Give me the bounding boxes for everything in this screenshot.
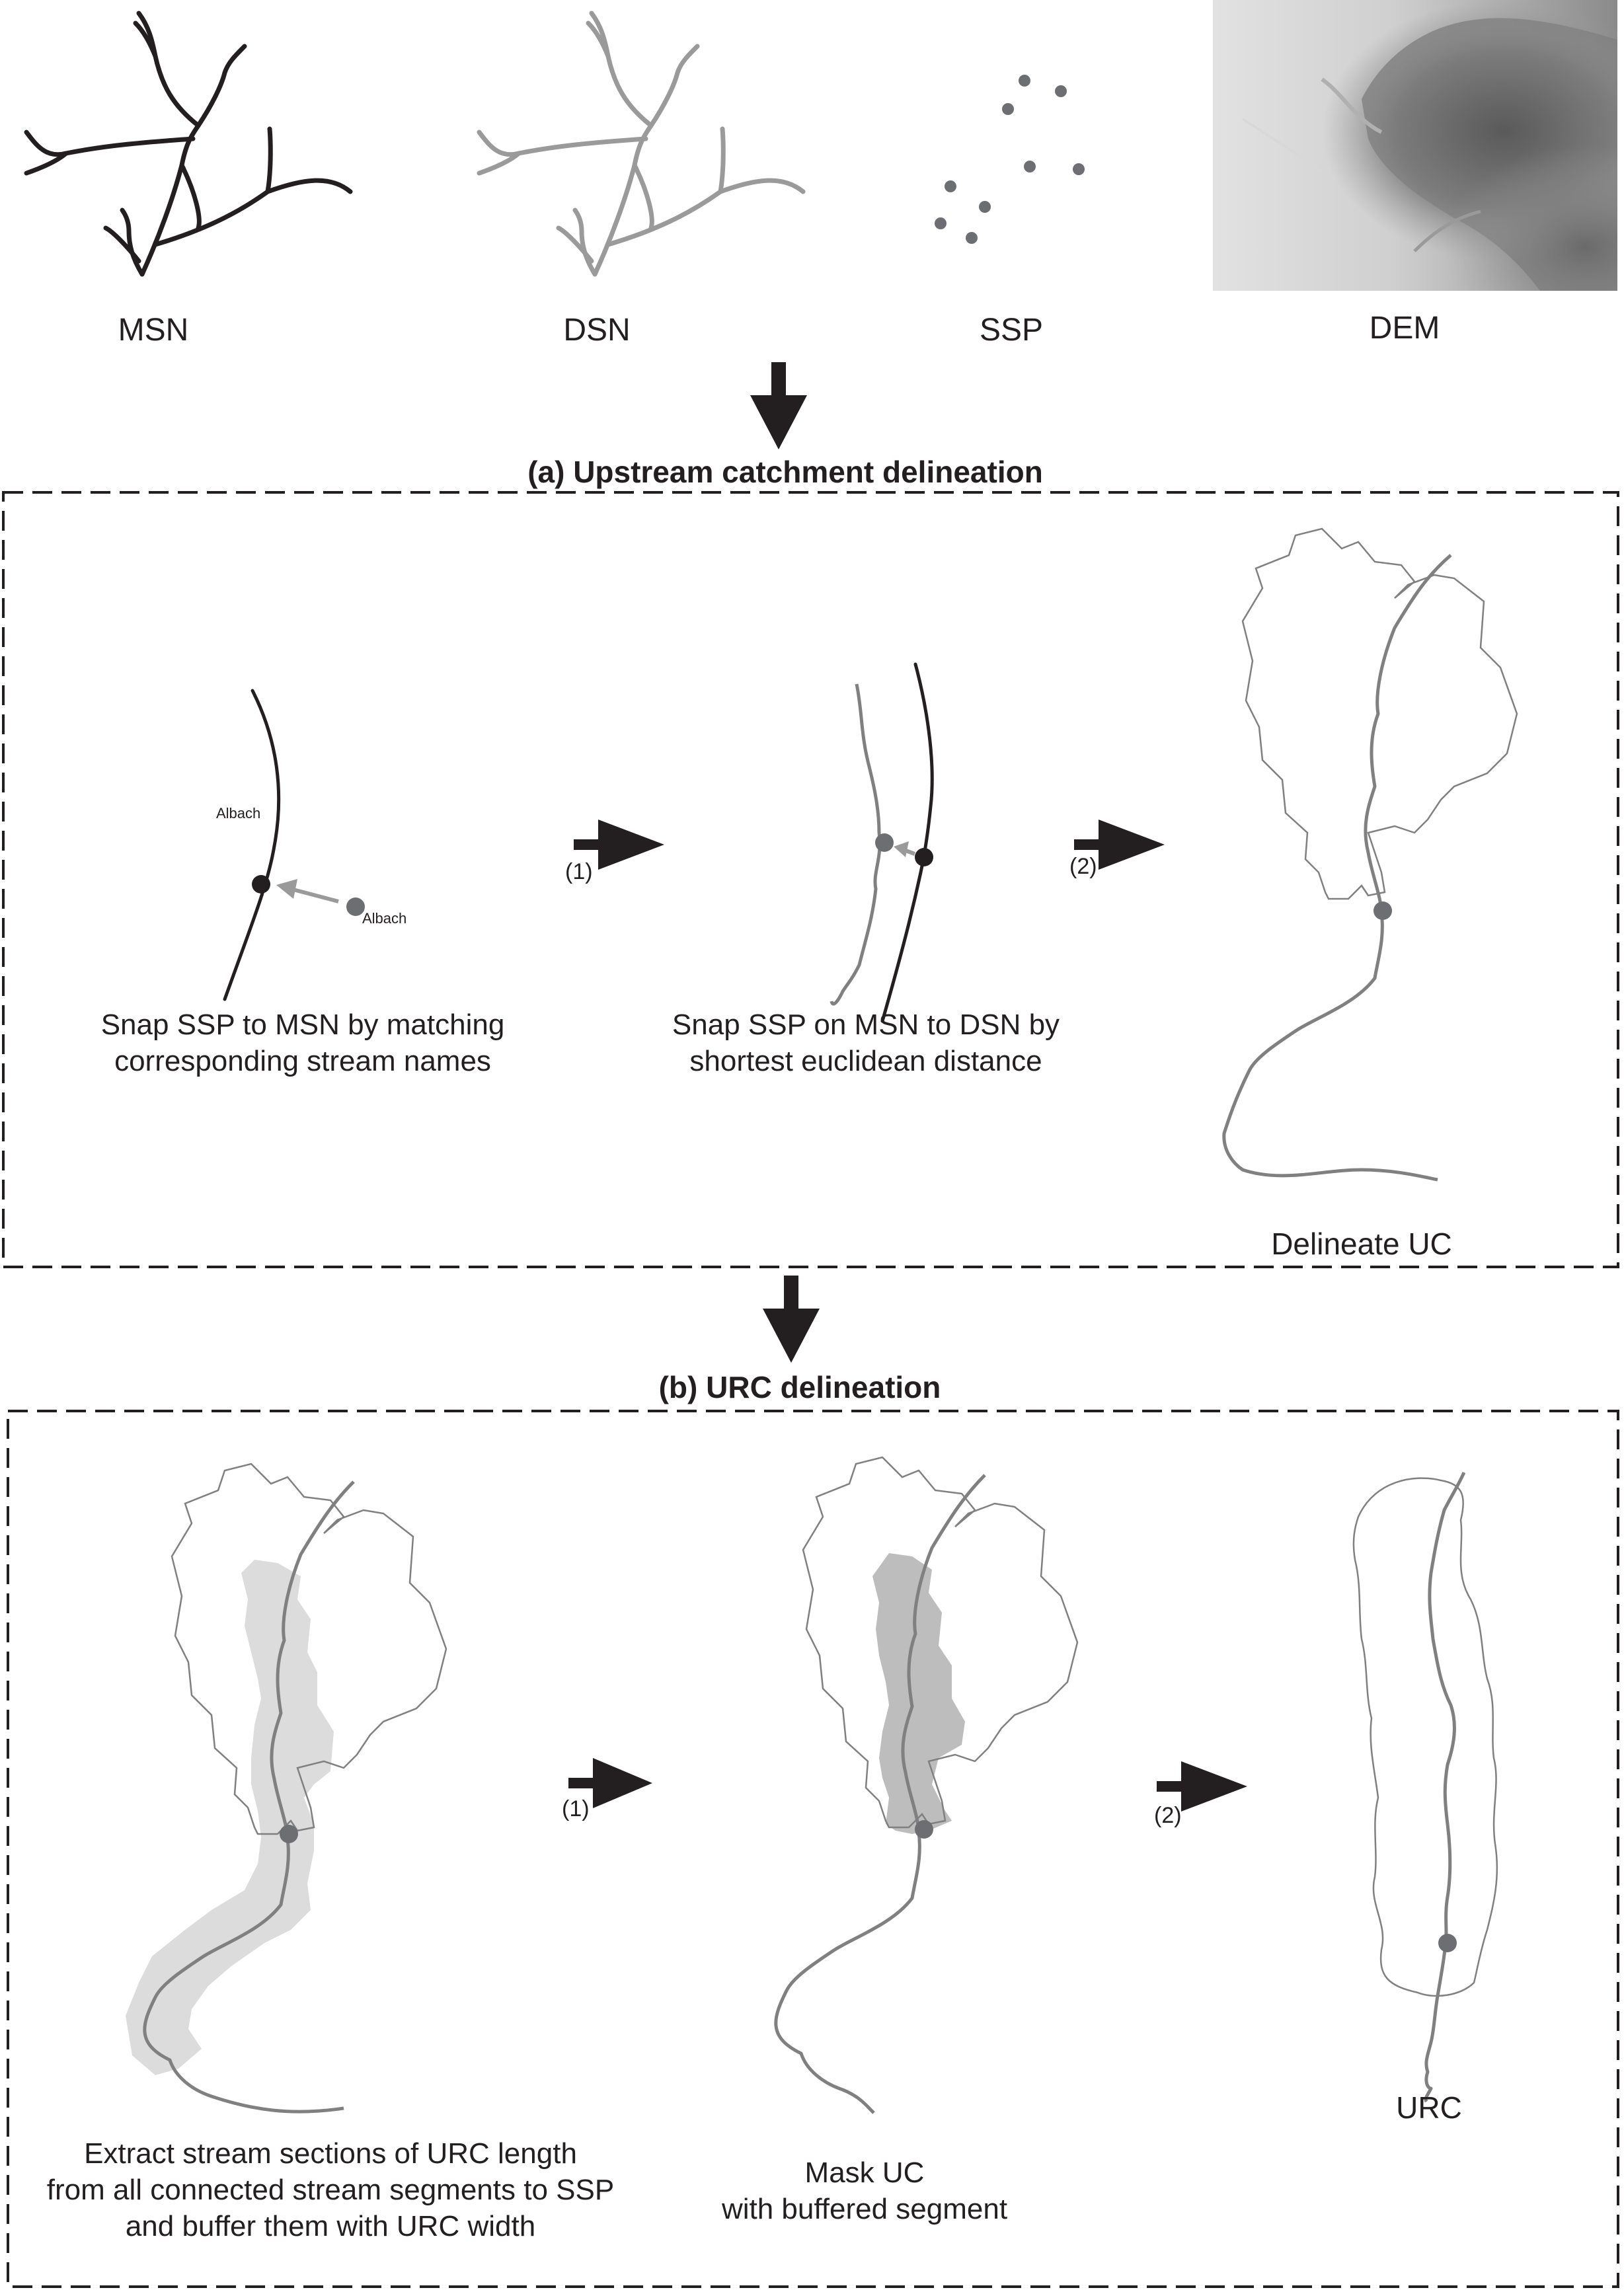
right-arrow-icon (568, 1758, 652, 1808)
right-arrow-icon (1074, 820, 1165, 870)
down-arrow-icon (750, 362, 807, 449)
section-b-title: (b) URC delineation (659, 1370, 941, 1404)
b-step2-caption-line2: with buffered segment (721, 2193, 1007, 2225)
stream-name-label: Albach (216, 805, 260, 821)
a-step1-caption-line2: corresponding stream names (114, 1045, 491, 1077)
section-a-frame (2, 491, 1619, 1268)
a-step1-label: (1) (565, 859, 593, 884)
a-step2-label: (2) (1069, 854, 1097, 879)
a-step3-caption: Delineate UC (1271, 1227, 1452, 1261)
ssp-points (935, 75, 1085, 244)
msn-network (24, 11, 353, 277)
msn-dsn-snap (830, 662, 934, 1023)
a-step1-caption-line1: Snap SSP to MSN by matching (101, 1009, 505, 1041)
ssp-label: SSP (980, 313, 1043, 348)
msn-label: MSN (118, 313, 189, 348)
masked-catchment (774, 1456, 1079, 2114)
right-arrow-icon (1157, 1761, 1247, 1812)
b-step1-caption-line1: Extract stream sections of URC length (84, 2137, 577, 2170)
down-arrow-icon (763, 1276, 820, 1363)
right-arrow-icon (574, 820, 664, 870)
b-step1-caption-line2: from all connected stream segments to SS… (47, 2174, 614, 2206)
dem-raster (1213, 0, 1617, 291)
section-a-title: (a) Upstream catchment delineation (527, 455, 1043, 489)
point-name-label: Albach (362, 910, 406, 927)
a-step2-caption-line2: shortest euclidean distance (689, 1045, 1042, 1077)
upstream-catchment (1222, 527, 1518, 1182)
buffered-stream-sections (126, 1463, 447, 2114)
urc-result (1352, 1471, 1498, 2103)
a-step2-caption-line1: Snap SSP on MSN to DSN by (672, 1009, 1060, 1041)
b-step2-caption-line1: Mask UC (805, 2156, 925, 2189)
dsn-label: DSN (563, 313, 630, 348)
b-step3-caption: URC (1396, 2090, 1462, 2125)
msn-stream-snap (223, 689, 365, 1001)
b-step1-caption-line3: and buffer them with URC width (126, 2210, 535, 2242)
dsn-network (477, 11, 806, 277)
b-step2-label: (2) (1154, 1803, 1182, 1828)
section-b-frame (7, 1410, 1619, 2288)
dem-label: DEM (1370, 311, 1440, 346)
b-step1-label: (1) (562, 1796, 590, 1821)
